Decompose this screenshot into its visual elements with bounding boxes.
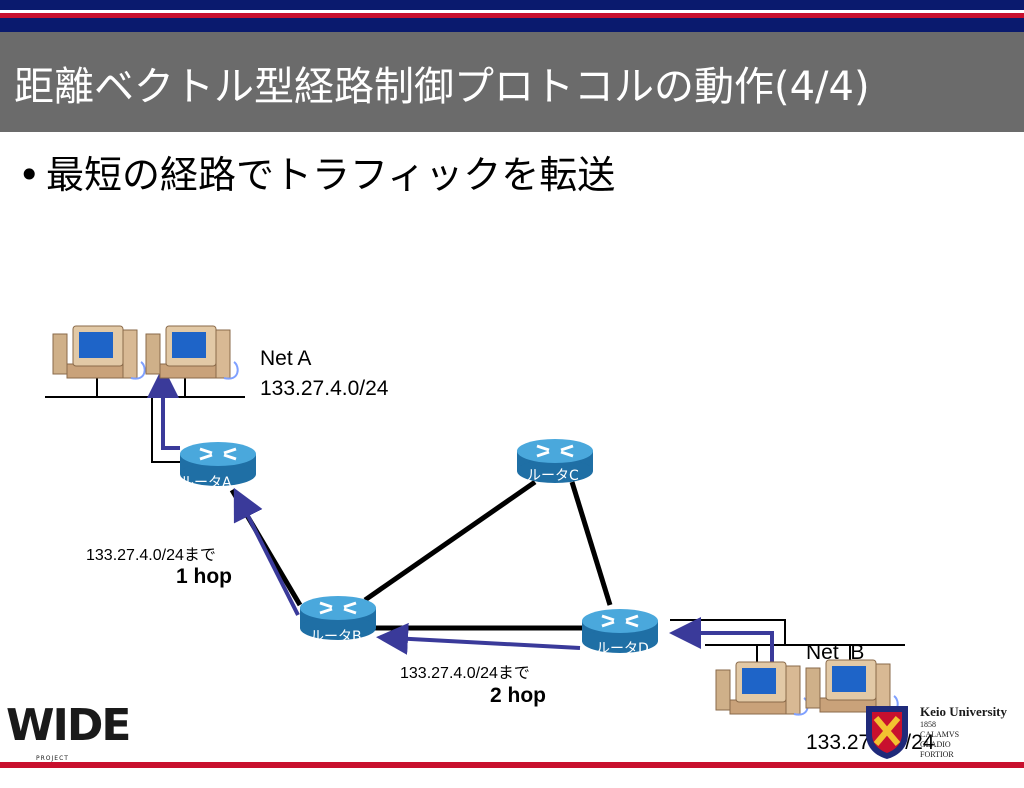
traffic-arrow-a-to-net-a (147, 366, 180, 450)
keio-motto-2: GLADIO (920, 740, 951, 749)
hop2-count: 2 hop (490, 684, 546, 707)
router-c-label: ルータC (527, 468, 579, 484)
header-stripes (0, 0, 1024, 32)
router-d-label: ルータD (596, 641, 649, 657)
net-b-name: Net B (806, 641, 865, 664)
footer-stripe (0, 762, 1024, 768)
bullet-dot: • (18, 153, 41, 197)
pc-icon-a1 (52, 325, 146, 380)
traffic-arrow-b-to-a (233, 487, 300, 616)
keio-year: 1858 (920, 720, 936, 729)
wide-logo-sub: PROJECT (36, 755, 69, 762)
hop2-destination: 133.27.4.0/24まで (400, 665, 530, 682)
keio-name: Keio University (920, 704, 1008, 719)
link-c-d (569, 481, 613, 606)
router-a-label: ルータA (180, 475, 232, 491)
keio-motto-3: FORTIOR (920, 750, 954, 759)
pc-icon-b1 (715, 661, 809, 716)
net-a-name: Net A (260, 347, 312, 370)
router-d-uplink (670, 619, 786, 645)
slide-title: 距離ベクトル型経路制御プロトコルの動作(4/4) (14, 64, 870, 110)
title-bar (0, 32, 1024, 132)
pc-icon-a2 (145, 325, 239, 380)
traffic-arrow-net-b-to-d (669, 617, 774, 668)
net-a-label: Net A 133.27.4.0/24 (260, 344, 388, 404)
router-a-uplink (151, 397, 180, 463)
link-b-c (363, 479, 537, 603)
keio-motto-1: CALAMVS (920, 730, 960, 739)
keio-crest-icon (866, 706, 908, 759)
wide-logo: WIDE (6, 700, 131, 751)
router-b-label: ルータB (310, 629, 362, 645)
bullet-item: •最短の経路でトラフィックを転送 (18, 144, 615, 199)
traffic-arrow-d-to-b (376, 622, 581, 655)
net-a-prefix: 133.27.4.0/24 (260, 377, 389, 400)
hop1-count: 1 hop (176, 565, 232, 588)
network-diagram (45, 325, 905, 716)
hop1-destination: 133.27.4.0/24まで (86, 547, 216, 564)
keio-logo: Keio University 1858 CALAMVS GLADIO FORT… (920, 704, 1007, 760)
bullet-text: 最短の経路でトラフィックを転送 (46, 153, 616, 197)
